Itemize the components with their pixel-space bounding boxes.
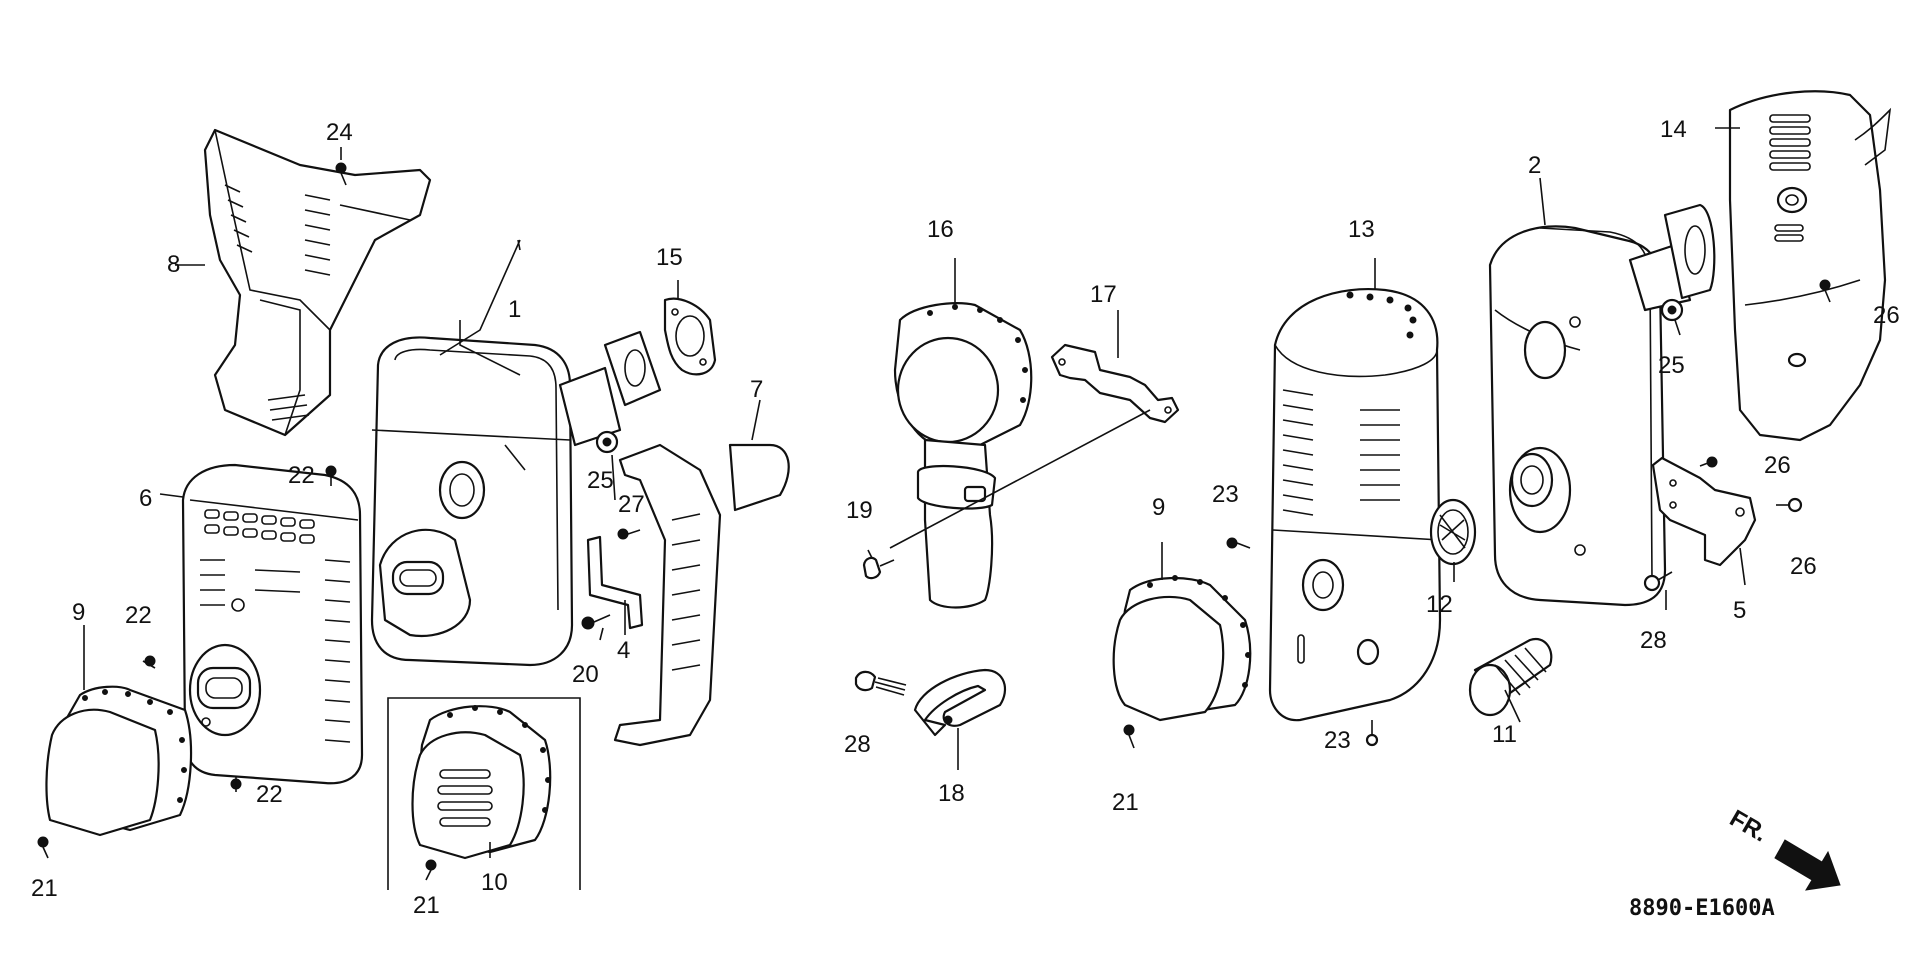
- part-15-gasket: [663, 297, 717, 376]
- part-24-bolt: [335, 162, 347, 186]
- part-28-bolt-a: [854, 670, 907, 696]
- front-label: FR.: [1725, 805, 1772, 848]
- callout-26-c: 26: [1790, 553, 1817, 580]
- callout-23-b: 23: [1324, 727, 1351, 754]
- callout-20: 20: [572, 661, 599, 688]
- part-19-bolt: [862, 556, 895, 580]
- part-22-screw-a: [325, 465, 337, 486]
- part-14-protector: [1728, 90, 1892, 442]
- part-27-bolt: [617, 528, 641, 540]
- part-18-clamp: [913, 668, 1007, 737]
- callout-23-a: 23: [1212, 481, 1239, 508]
- part-5-bracket: [1651, 456, 1757, 567]
- part-7-pipe-protector: [613, 443, 790, 747]
- callout-22-b: 22: [125, 602, 152, 629]
- callout-2: 2: [1528, 152, 1541, 179]
- part-12-screen: [1429, 498, 1477, 566]
- part-4-bracket: [586, 535, 644, 630]
- callout-24: 24: [326, 119, 353, 146]
- part-21-screw-c: [1123, 724, 1135, 749]
- callout-7: 7: [750, 376, 763, 403]
- part-23-bolt-b: [1365, 720, 1379, 747]
- callout-26-b: 26: [1764, 452, 1791, 479]
- part-26-bolt-a: [1819, 279, 1831, 303]
- callout-21-b: 21: [413, 892, 440, 919]
- part-21-screw-b: [425, 859, 437, 881]
- callout-26-a: 26: [1873, 302, 1900, 329]
- callout-11: 11: [1492, 721, 1517, 748]
- callout-21-a: 21: [31, 875, 58, 902]
- callout-18: 18: [938, 780, 965, 807]
- callout-16: 16: [927, 216, 954, 243]
- part-9-cap-left: [45, 685, 193, 837]
- callout-25-a: 25: [587, 467, 614, 494]
- part-2-muffler: [1488, 203, 1716, 607]
- part-26-bolt-c: [1776, 497, 1803, 513]
- part-16-tail-cap: [893, 302, 1033, 609]
- callout-6: 6: [139, 485, 152, 512]
- part-22-screw-b: [142, 655, 156, 669]
- callout-1: 1: [508, 296, 521, 323]
- callout-14: 14: [1660, 116, 1687, 143]
- callout-22-a: 22: [288, 462, 315, 489]
- part-10-inset: [387, 697, 581, 890]
- callout-27: 27: [618, 491, 645, 518]
- callout-10: 10: [481, 869, 508, 896]
- callout-15: 15: [656, 244, 683, 271]
- callout-4: 4: [617, 637, 630, 664]
- callout-25-b: 25: [1658, 352, 1685, 379]
- callout-19: 19: [846, 497, 873, 524]
- callout-21-c: 21: [1112, 789, 1139, 816]
- callout-9-middle: 9: [1152, 494, 1165, 521]
- part-26-bolt-b: [1699, 456, 1718, 468]
- callout-28-b: 28: [1640, 627, 1667, 654]
- callouts: 1 2 4 5 6 7 8 9 9 10 11 12 13 14 15 16 1…: [31, 116, 1900, 919]
- part-21-screw-a: [37, 836, 49, 859]
- part-6-muffler-protector: [181, 463, 364, 785]
- callout-13: 13: [1348, 216, 1375, 243]
- callout-5: 5: [1733, 597, 1746, 624]
- front-arrow-icon: [1774, 839, 1841, 891]
- part-11-spark-arrester: [1468, 637, 1553, 717]
- drawing-code: 8890-E1600A: [1629, 896, 1775, 921]
- callout-8: 8: [167, 251, 180, 278]
- callout-12: 12: [1426, 591, 1453, 618]
- part-22-screw-c: [230, 776, 242, 792]
- part-1-muffler: [370, 330, 662, 667]
- part-20-bolt: [581, 614, 611, 630]
- part-13-muffler-protector: [1268, 288, 1442, 722]
- front-direction-indicator: FR.: [1725, 805, 1841, 891]
- part-9-cap-middle: [1112, 575, 1252, 722]
- callout-17: 17: [1090, 281, 1117, 308]
- callout-9-left: 9: [72, 599, 85, 626]
- callout-28-a: 28: [844, 731, 871, 758]
- leader-lines: [83, 127, 1746, 858]
- callout-22-c: 22: [256, 781, 283, 808]
- part-23-bolt-a: [1226, 537, 1251, 549]
- part-28-bolt-b: [1643, 571, 1673, 592]
- part-25-nut-b: [1660, 298, 1684, 322]
- part-25-nut: [595, 430, 619, 454]
- part-8-upper-protector: [203, 128, 432, 437]
- part-17-bracket: [889, 343, 1180, 549]
